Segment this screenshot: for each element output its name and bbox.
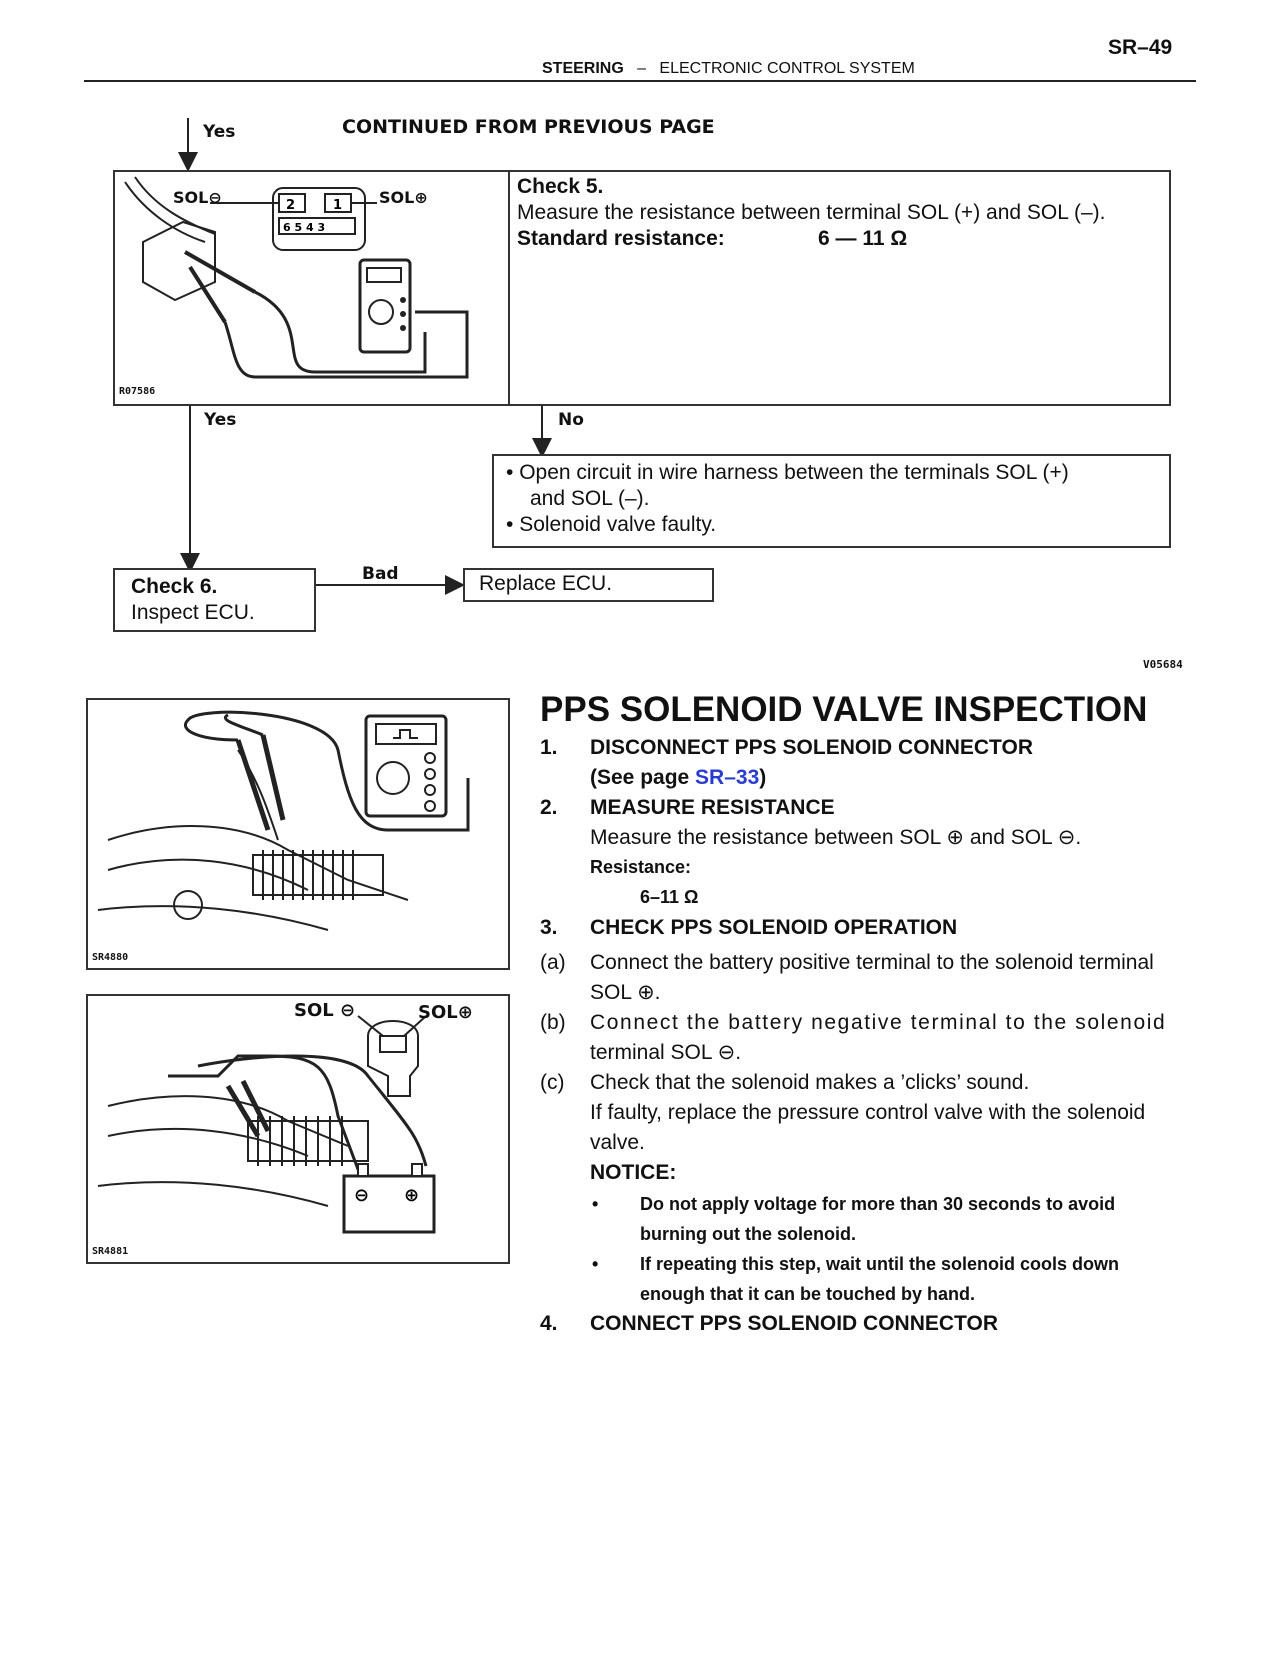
header-separator: –	[637, 60, 647, 77]
fault-item-1: • Open circuit in wire harness between t…	[506, 461, 1069, 484]
figure-resistance-measure: SR4880	[86, 698, 510, 970]
check5-figure: 2 1 6 5 4 3 SOL⊖ SOL⊕ R0	[115, 172, 510, 404]
diagram-code: V05684	[1143, 658, 1183, 671]
svg-text:1: 1	[333, 198, 342, 213]
page-number: SR–49	[1108, 36, 1173, 59]
continued-label: CONTINUED FROM PREVIOUS PAGE	[342, 116, 715, 138]
section-title: PPS SOLENOID VALVE INSPECTION	[540, 690, 1148, 729]
header-section: STEERING	[542, 60, 624, 77]
replace-ecu-text: Replace ECU.	[479, 572, 613, 595]
plus-circle-icon: ⊕	[414, 188, 428, 207]
svg-text:⊖: ⊖	[354, 1185, 369, 1206]
check5-instruction: Measure the resistance between terminal …	[517, 201, 1106, 224]
running-header: STEERING – ELECTRONIC CONTROL SYSTEM	[542, 60, 915, 78]
svg-text:6 5 4 3: 6 5 4 3	[283, 221, 325, 234]
bad-label: Bad	[362, 564, 399, 584]
battery-connect-illustration: ⊖ ⊕	[97, 1015, 436, 1234]
fault-item-2: • Solenoid valve faulty.	[506, 513, 717, 536]
fig-b-code: SR4881	[92, 1246, 129, 1257]
fig1-sol-minus-label: SOL⊖	[173, 188, 222, 207]
check5-title: Check 5.	[517, 175, 604, 198]
check6-title: Check 6.	[131, 575, 218, 598]
fig-a-code: SR4880	[92, 952, 129, 963]
yes-label: Yes	[204, 410, 237, 430]
fig1-code: R07586	[119, 386, 156, 397]
fault-item-1-cont: and SOL (–).	[530, 487, 650, 510]
flowchart-connectors	[178, 118, 552, 595]
replace-ecu-box: Replace ECU.	[463, 568, 714, 602]
plus-circle-icon: ⊕	[457, 1002, 473, 1023]
check6-box: Check 6. Inspect ECU.	[113, 568, 316, 632]
no-label: No	[558, 410, 584, 430]
fig1-sol-plus-label: SOL⊕	[379, 188, 428, 207]
check5-std-label: Standard resistance:	[517, 227, 725, 250]
minus-circle-icon: ⊖	[208, 188, 222, 207]
fig-b-sol-minus-label: SOL ⊖	[294, 1000, 356, 1021]
figure-battery-connect: ⊖ ⊕ SOL ⊖ SOL⊕ SR4881	[86, 994, 510, 1264]
svg-text:⊕: ⊕	[404, 1185, 419, 1206]
header-rule	[84, 80, 1196, 82]
fig-b-sol-plus-label: SOL⊕	[418, 1002, 473, 1023]
check6-instruction: Inspect ECU.	[131, 601, 255, 624]
check5-box: 2 1 6 5 4 3 SOL⊖ SOL⊕ R0	[113, 170, 1171, 406]
header-subsection: ELECTRONIC CONTROL SYSTEM	[659, 60, 915, 77]
fault-box: • Open circuit in wire harness between t…	[492, 454, 1171, 548]
minus-circle-icon: ⊖	[340, 1000, 356, 1021]
svg-text:2: 2	[286, 198, 295, 213]
resistance-measure-illustration	[97, 710, 470, 931]
see-page-link[interactable]: SR–33	[695, 766, 760, 789]
check5-std-value: 6 — 11 Ω	[818, 227, 908, 250]
entry-yes-label: Yes	[203, 122, 236, 142]
multimeter-connector-illustration: 2 1 6 5 4 3	[124, 176, 469, 379]
